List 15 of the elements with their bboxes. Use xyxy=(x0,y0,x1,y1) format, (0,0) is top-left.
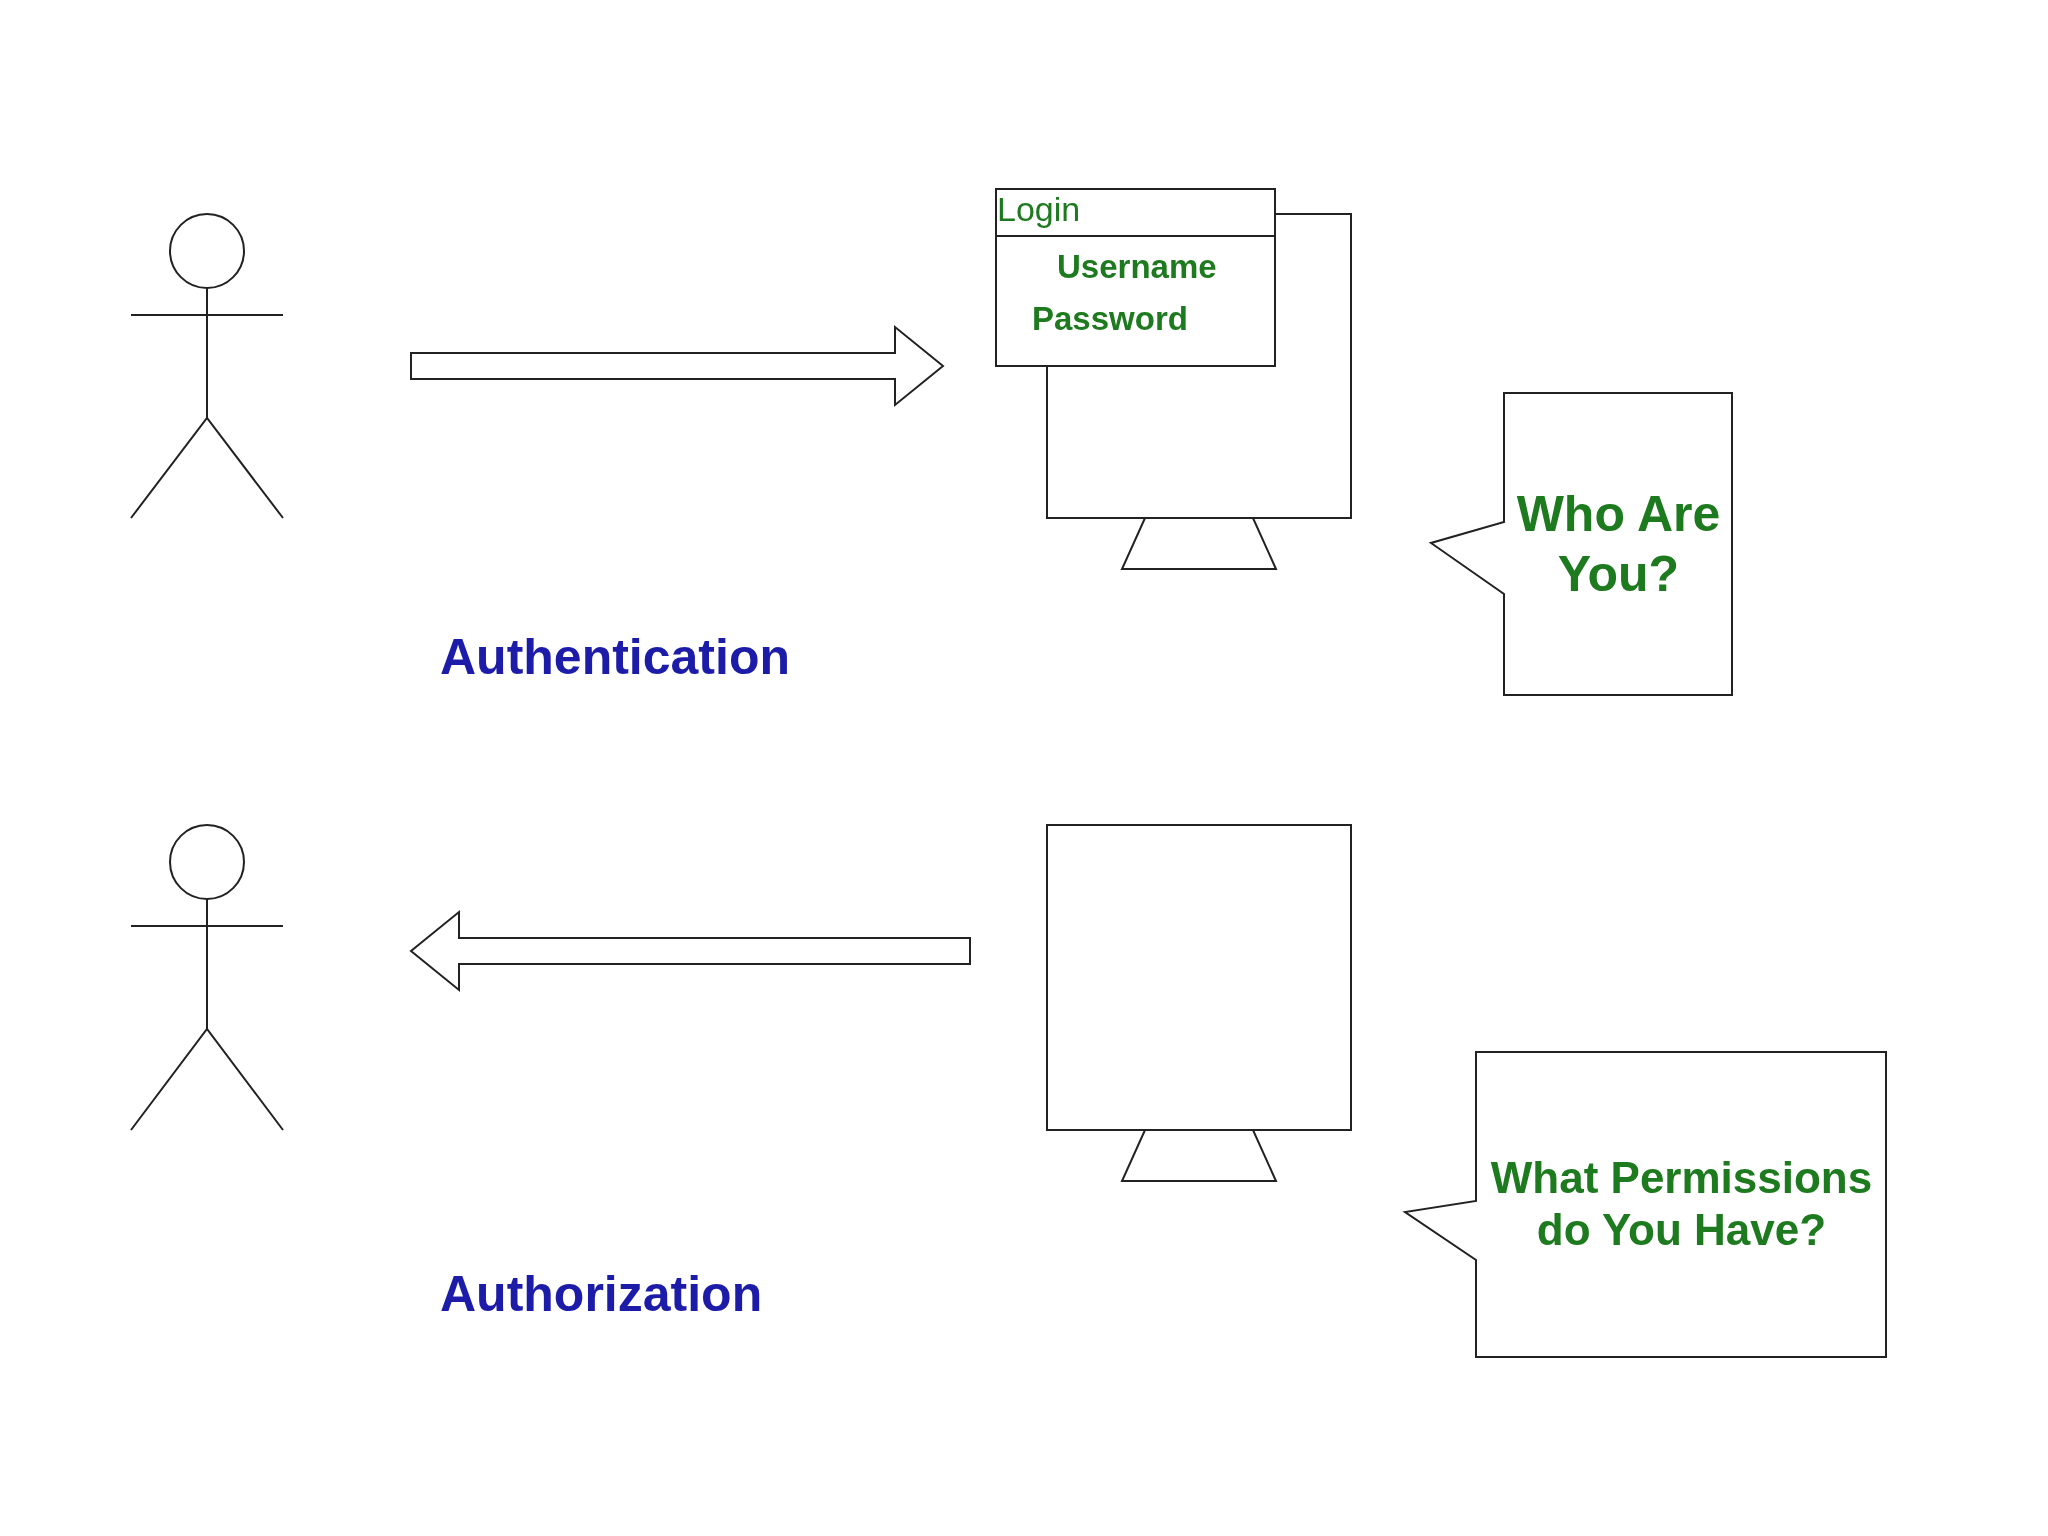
stick-figure xyxy=(131,824,283,1130)
bubble-text: Who Are You? xyxy=(1515,485,1722,604)
bubble-text: What Permissions do You Have? xyxy=(1489,1151,1874,1257)
login-window xyxy=(995,188,1276,367)
speech-bubble xyxy=(1430,392,1733,696)
stick-figure xyxy=(131,213,283,518)
speech-bubble xyxy=(1404,1051,1887,1358)
block-arrow xyxy=(409,909,971,993)
block-arrow xyxy=(410,324,945,408)
monitor-drawing xyxy=(1046,824,1352,1181)
section-title: Authentication xyxy=(440,628,790,686)
field-label: Username xyxy=(1057,248,1217,286)
field-label: Password xyxy=(1032,300,1188,338)
window-title: Login xyxy=(997,190,1081,228)
section-title: Authorization xyxy=(440,1265,763,1323)
